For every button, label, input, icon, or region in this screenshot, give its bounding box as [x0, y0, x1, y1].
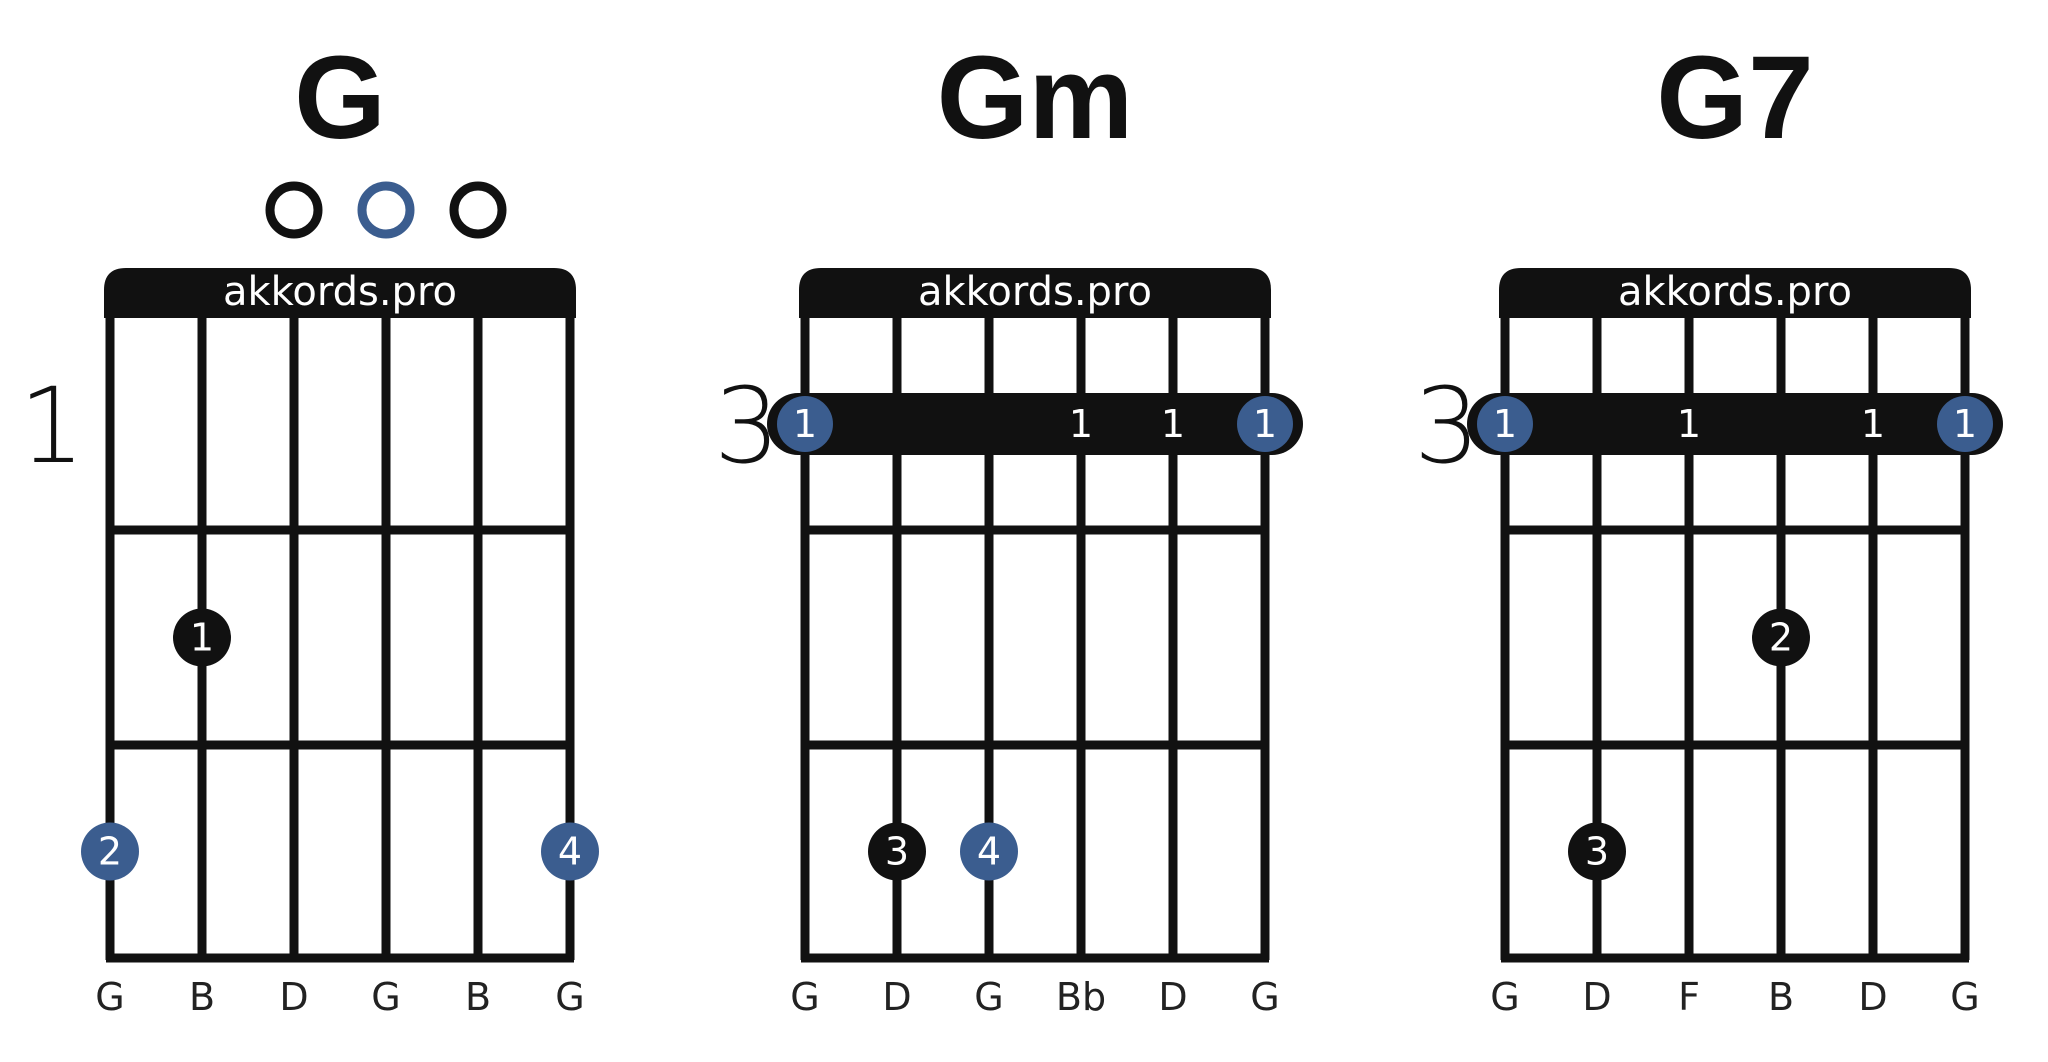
finger-dot — [541, 822, 599, 881]
open-string-marker — [265, 181, 323, 239]
barre-finger-number: 1 — [1493, 402, 1517, 446]
string-note-label: G — [95, 975, 124, 1019]
string-note-label: Bb — [1056, 975, 1106, 1019]
string-note-label: G — [1950, 975, 1979, 1019]
barre-finger-number: 1 — [1161, 402, 1185, 446]
finger-dot — [1752, 608, 1810, 667]
barre-end-dot — [1237, 396, 1293, 452]
barre-bar — [767, 393, 1303, 455]
string-note-label: B — [465, 975, 491, 1019]
finger-number: 2 — [98, 830, 122, 874]
finger-dot — [81, 822, 139, 881]
finger-number: 4 — [558, 830, 582, 874]
barre-finger-number: 1 — [1953, 402, 1977, 446]
nut-header — [104, 268, 576, 318]
finger-number: 1 — [190, 616, 214, 660]
barre-end-dot — [1937, 396, 1993, 452]
string-note-label: B — [1768, 975, 1794, 1019]
barre-finger-number: 1 — [1677, 402, 1701, 446]
nut-header — [799, 268, 1271, 318]
string-note-label: G — [974, 975, 1003, 1019]
finger-number: 3 — [885, 830, 909, 874]
string-note-label: B — [189, 975, 215, 1019]
string-note-label: G — [371, 975, 400, 1019]
string-note-label: D — [882, 975, 911, 1019]
open-string-marker — [449, 181, 507, 239]
barre-finger-number: 1 — [1253, 402, 1277, 446]
brand-label: akkords.pro — [918, 269, 1152, 315]
string-note-label: D — [279, 975, 308, 1019]
finger-dot — [173, 608, 231, 667]
barre-finger-number: 1 — [1861, 402, 1885, 446]
barre-finger-number: 1 — [1069, 402, 1093, 446]
chord-name: Gm — [937, 32, 1134, 164]
finger-dot — [1568, 822, 1626, 881]
finger-number: 4 — [977, 830, 1001, 874]
start-fret-number: 1 — [19, 365, 85, 487]
string-note-label: D — [1582, 975, 1611, 1019]
string-note-label: G — [790, 975, 819, 1019]
finger-number: 2 — [1769, 616, 1793, 660]
barre-end-dot — [777, 396, 833, 452]
string-note-label: D — [1158, 975, 1187, 1019]
chord-name: G7 — [1656, 32, 1813, 164]
open-string-marker — [357, 181, 415, 239]
finger-dot — [868, 822, 926, 881]
string-note-label: G — [1250, 975, 1279, 1019]
brand-label: akkords.pro — [223, 269, 457, 315]
chord-name: G — [294, 32, 386, 164]
string-note-label: D — [1858, 975, 1887, 1019]
nut-header — [1499, 268, 1971, 318]
finger-dot — [960, 822, 1018, 881]
barre-end-dot — [1477, 396, 1533, 452]
string-note-label: G — [555, 975, 584, 1019]
barre-bar — [1467, 393, 2003, 455]
string-note-label: F — [1678, 975, 1700, 1019]
brand-label: akkords.pro — [1618, 269, 1852, 315]
finger-number: 3 — [1585, 830, 1609, 874]
barre-finger-number: 1 — [793, 402, 817, 446]
string-note-label: G — [1490, 975, 1519, 1019]
